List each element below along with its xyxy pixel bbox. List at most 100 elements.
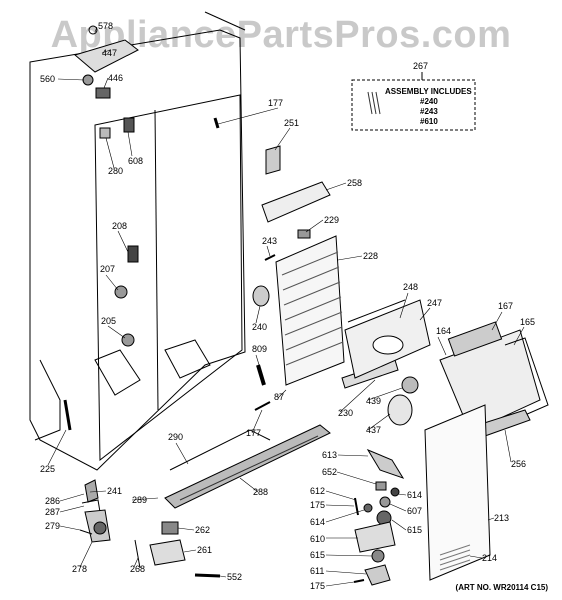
callout: 612 <box>310 486 325 496</box>
part-608 <box>123 117 135 133</box>
hinge-wheel <box>93 521 107 535</box>
callout: 228 <box>363 251 378 261</box>
bulb-437 <box>387 394 413 426</box>
callout: 279 <box>45 521 60 531</box>
callout: 613 <box>322 450 337 460</box>
part-287 <box>81 499 101 513</box>
part-251 <box>265 145 281 175</box>
callout: 615 <box>407 525 422 535</box>
callout: 205 <box>101 316 116 326</box>
callout: 437 <box>366 425 381 435</box>
callout: 607 <box>407 506 422 516</box>
part-243 <box>264 254 276 261</box>
callout: 213 <box>494 513 509 523</box>
callout: 611 <box>310 566 324 576</box>
callout: 240 <box>252 322 267 332</box>
callout: 608 <box>128 156 143 166</box>
callout: 247 <box>427 298 442 308</box>
callout: 175 <box>310 500 325 510</box>
assembly-box-item: #243 <box>420 107 438 116</box>
shroud-opening <box>372 335 404 355</box>
part-205 <box>121 333 135 347</box>
bracket-610 <box>354 521 396 553</box>
callout: 230 <box>338 408 353 418</box>
callout: 165 <box>520 317 535 327</box>
part-607 <box>379 496 391 508</box>
panel-213 <box>424 404 491 581</box>
callout: 256 <box>511 459 526 469</box>
callout: 214 <box>482 553 497 563</box>
part-167 <box>447 321 503 357</box>
callout: 287 <box>45 507 60 517</box>
part-809 <box>256 364 266 386</box>
evaporator-228 <box>275 235 345 386</box>
part-280 <box>99 127 111 139</box>
callout: 229 <box>324 215 339 225</box>
screw-552 <box>194 573 221 578</box>
callout: 261 <box>197 545 212 555</box>
freezer-liner <box>94 94 243 462</box>
callout: 243 <box>262 236 277 246</box>
callout: 278 <box>72 564 87 574</box>
callout: 268 <box>130 564 145 574</box>
callout: 447 <box>102 48 117 58</box>
callout: 241 <box>107 486 122 496</box>
part-439 <box>401 376 419 394</box>
part-165 <box>504 337 549 416</box>
blade-613 <box>366 448 405 479</box>
callout: 286 <box>45 496 60 506</box>
bin-right <box>164 339 211 379</box>
assembly-box-number: 267 <box>413 61 428 71</box>
side-panel <box>34 359 61 441</box>
screw-177 <box>213 117 220 129</box>
part-262 <box>161 521 179 535</box>
grille-288 <box>164 424 331 509</box>
part-208 <box>127 245 139 263</box>
callout: 208 <box>112 221 127 231</box>
callout: 248 <box>403 282 418 292</box>
part-614b <box>363 503 373 513</box>
assembly-box: 267 ASSEMBLY INCLUDES #240 #243 #610 <box>351 61 476 131</box>
callout: 809 <box>252 344 267 354</box>
part-286 <box>84 479 99 503</box>
callout: 251 <box>284 118 299 128</box>
cover-258 <box>261 181 331 223</box>
clip-229 <box>297 229 311 239</box>
screw-578 <box>88 25 98 35</box>
case-top-edge <box>204 11 246 31</box>
callout: 578 <box>98 21 113 31</box>
callout: 177 <box>268 98 283 108</box>
callout: 614 <box>407 490 422 500</box>
bin-left <box>94 349 141 396</box>
callout: 177 <box>246 428 261 438</box>
callout: 652 <box>322 467 337 477</box>
callout: 439 <box>366 396 381 406</box>
part-290 <box>169 429 271 471</box>
part-446 <box>95 87 111 99</box>
top-cap-447 <box>73 39 139 73</box>
gasket-248 <box>347 299 406 323</box>
part-268 <box>134 539 141 569</box>
hinge-225 <box>63 399 72 431</box>
callout: 280 <box>108 166 123 176</box>
callout: 164 <box>436 326 451 336</box>
part-560 <box>82 74 94 86</box>
part-callouts: 578 447 560 446 177 251 280 608 258 229 … <box>40 21 535 591</box>
part-207 <box>114 285 128 299</box>
part-261 <box>149 539 186 566</box>
callout: 167 <box>498 301 513 311</box>
callout: 225 <box>40 464 55 474</box>
part-240 <box>252 285 270 307</box>
callout: 262 <box>195 525 210 535</box>
callout: 288 <box>253 487 268 497</box>
callout: 258 <box>347 178 362 188</box>
callout: 610 <box>310 534 325 544</box>
callout: 207 <box>100 264 115 274</box>
assembly-box-title: ASSEMBLY INCLUDES <box>385 87 472 96</box>
part-614a <box>390 487 400 497</box>
screw-175b <box>353 579 365 583</box>
callout: 615 <box>310 550 325 560</box>
callout: 552 <box>227 572 242 582</box>
part-611 <box>364 564 391 586</box>
